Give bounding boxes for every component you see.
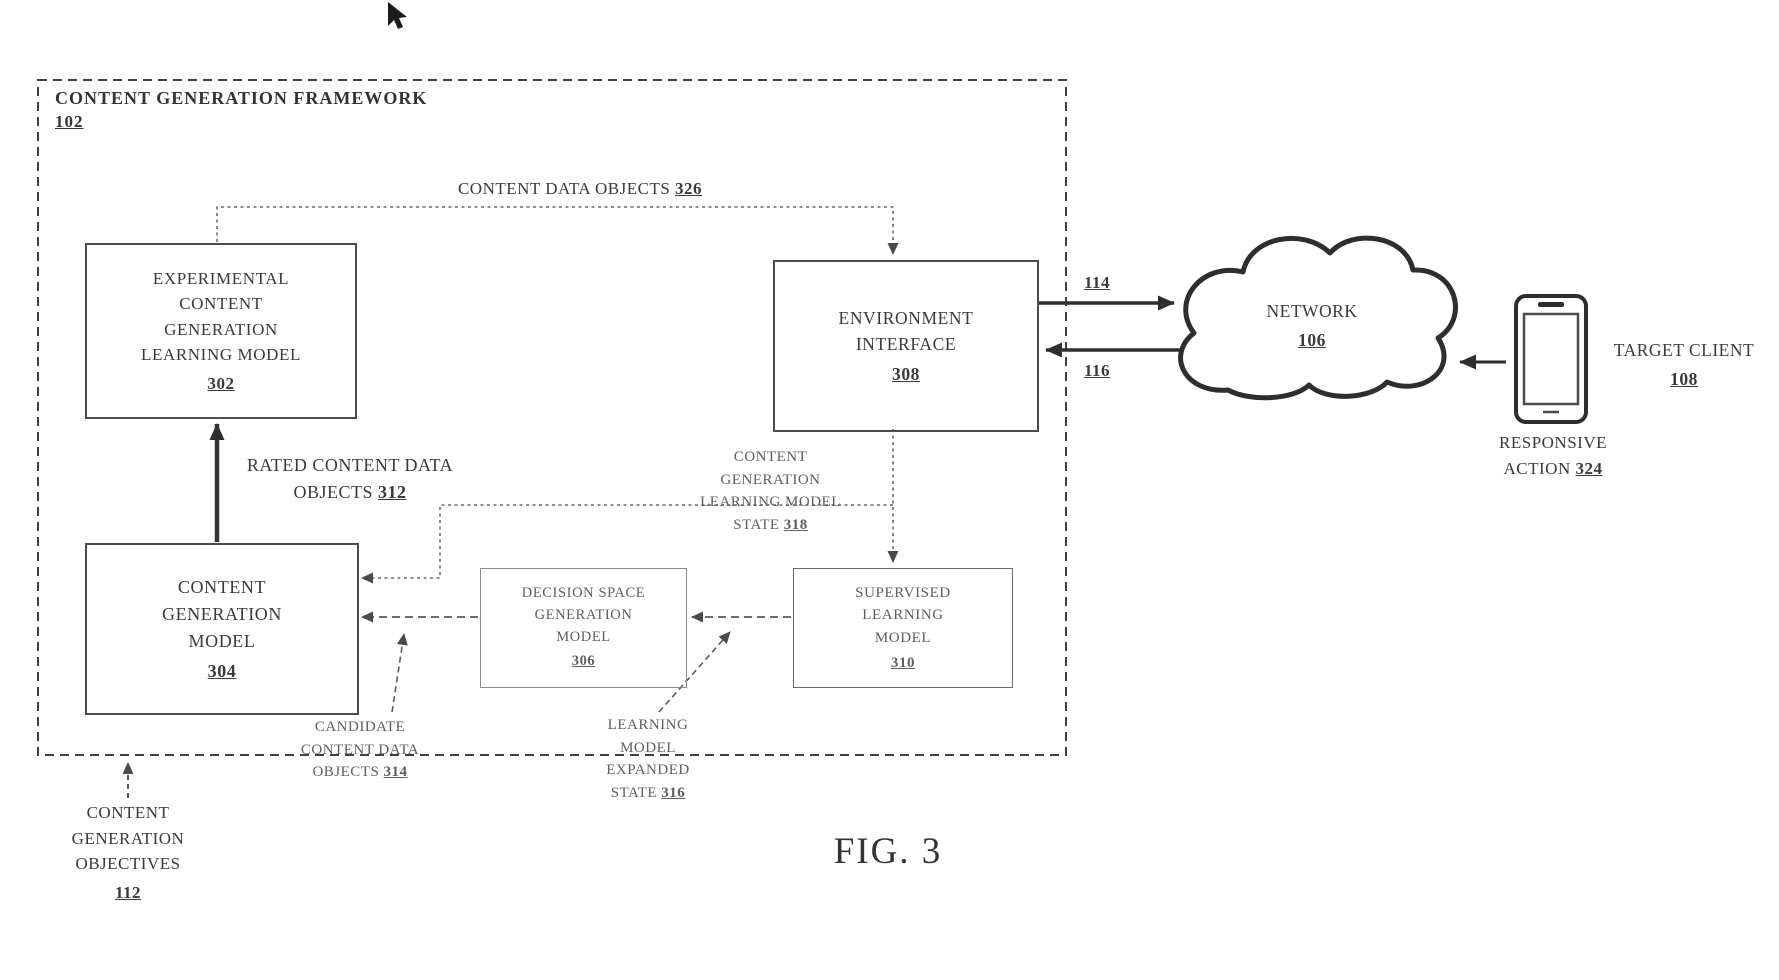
- target-client-ref: 108: [1670, 369, 1698, 390]
- environment-interface-box: ENVIRONMENT INTERFACE 308: [773, 260, 1039, 432]
- learning-model-state-label: CONTENT GENERATION LEARNING MODEL STATE …: [688, 446, 853, 536]
- rated-content-ref: 312: [378, 482, 407, 502]
- candidate-content-leader-line: [391, 633, 408, 713]
- expanded-state-label: LEARNING MODEL EXPANDED STATE 316: [598, 714, 698, 804]
- experimental-learning-model-ref: 302: [207, 373, 235, 393]
- target-client-label-text: TARGET CLIENT: [1613, 340, 1755, 360]
- environment-interface-label: ENVIRONMENT INTERFACE: [838, 308, 974, 355]
- expanded-state-ref: 316: [661, 784, 686, 801]
- decision-space-generation-model-box: DECISION SPACE GENERATION MODEL 306: [480, 568, 687, 688]
- figure-caption: FIG. 3: [833, 831, 943, 872]
- content-data-objects-label: CONTENT DATA OBJECTS 326: [420, 176, 740, 202]
- objectives-ref: 112: [114, 882, 142, 902]
- arrow-114-ref: 114: [1083, 273, 1111, 292]
- content-data-objects-text: CONTENT DATA OBJECTS: [457, 179, 671, 198]
- smartphone-icon: [1514, 294, 1588, 424]
- objectives-label: CONTENT GENERATION OBJECTIVES 112: [68, 800, 188, 905]
- mouse-cursor-icon: [388, 2, 407, 29]
- framework-title: CONTENT GENERATION FRAMEWORK 102: [55, 88, 427, 132]
- arrow-116-ref: 116: [1083, 361, 1111, 380]
- candidate-content-label: CANDIDATE CONTENT DATA OBJECTS 314: [300, 716, 420, 784]
- responsive-action-text: RESPONSIVE ACTION: [1499, 433, 1607, 478]
- decision-space-generation-model-ref: 306: [571, 653, 596, 670]
- decision-space-generation-model-label: DECISION SPACE GENERATION MODEL: [521, 585, 646, 645]
- framework-ref: 102: [55, 112, 84, 131]
- rated-content-label: RATED CONTENT DATA OBJECTS 312: [235, 452, 465, 506]
- supervised-learning-model-box: SUPERVISED LEARNING MODEL 310: [793, 568, 1013, 688]
- environment-interface-ref: 308: [891, 363, 921, 384]
- responsive-action-ref: 324: [1575, 458, 1603, 478]
- experimental-learning-model-box: EXPERIMENTAL CONTENT GENERATION LEARNING…: [85, 243, 357, 419]
- responsive-action-label: RESPONSIVE ACTION 324: [1488, 430, 1618, 481]
- arrow-114-label: 114: [1072, 270, 1122, 296]
- candidate-content-ref: 314: [383, 764, 408, 780]
- network-label-text: NETWORK: [1266, 301, 1358, 321]
- content-generation-model-ref: 304: [207, 660, 237, 681]
- arrow-116-label: 116: [1072, 358, 1122, 384]
- content-generation-model-box: CONTENT GENERATION MODEL 304: [85, 543, 359, 715]
- experimental-learning-model-label: EXPERIMENTAL CONTENT GENERATION LEARNING…: [141, 268, 301, 365]
- rated-content-text: RATED CONTENT DATA OBJECTS: [246, 455, 454, 502]
- supervised-learning-model-ref: 310: [890, 655, 916, 671]
- framework-title-text: CONTENT GENERATION FRAMEWORK: [55, 88, 428, 108]
- candidate-content-text: CANDIDATE CONTENT DATA OBJECTS: [300, 719, 420, 780]
- supervised-learning-model-label: SUPERVISED LEARNING MODEL: [855, 584, 951, 646]
- content-generation-model-label: CONTENT GENERATION MODEL: [162, 576, 282, 651]
- learning-model-state-ref: 318: [783, 516, 808, 533]
- network-label: NETWORK 106: [1242, 298, 1382, 354]
- content-data-objects-ref: 326: [675, 179, 703, 198]
- network-ref: 106: [1298, 330, 1326, 351]
- target-client-label: TARGET CLIENT 108: [1594, 337, 1774, 393]
- expanded-state-text: LEARNING MODEL EXPANDED STATE: [606, 717, 690, 801]
- objectives-text: CONTENT GENERATION OBJECTIVES: [71, 803, 185, 873]
- learning-model-state-text: CONTENT GENERATION LEARNING MODEL STATE: [700, 449, 841, 533]
